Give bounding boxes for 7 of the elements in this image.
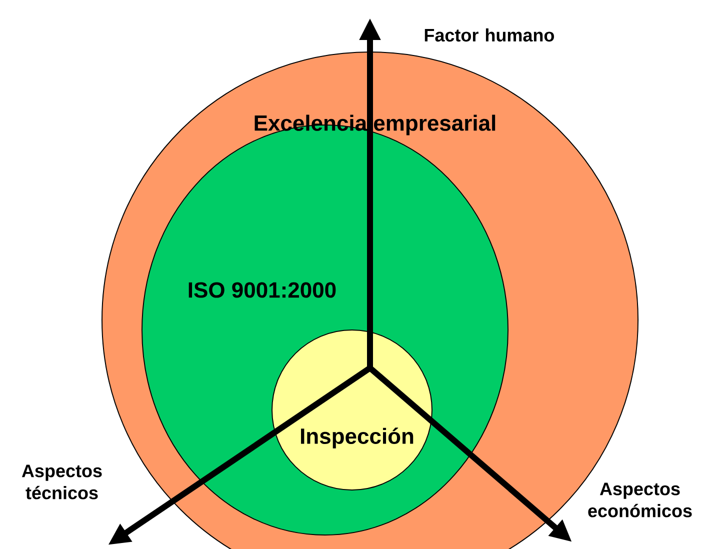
circle-label: ISO 9001:2000	[188, 282, 336, 298]
circle	[272, 330, 432, 490]
axis-label: Aspectos técnicos	[22, 464, 102, 500]
axis-label: Aspectos económicos	[588, 482, 692, 518]
circle-label: Excelencia empresarial	[254, 114, 496, 136]
axis-label: Factor humano	[424, 28, 554, 42]
circle-label: Inspección	[301, 428, 414, 448]
